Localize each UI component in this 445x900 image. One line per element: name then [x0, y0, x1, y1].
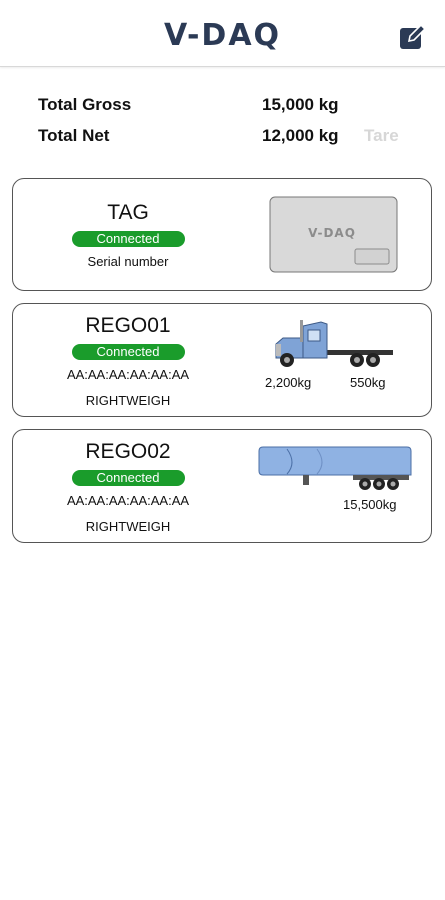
device-name: TAG: [107, 201, 149, 224]
device-vendor: RIGHTWEIGH: [85, 393, 171, 408]
total-gross-row: Total Gross 15,000 kg: [38, 95, 418, 126]
app-header: V-DAQ: [0, 0, 445, 67]
device-info: REGO02 Connected AA:AA:AA:AA:AA:AA RIGHT…: [13, 430, 243, 535]
device-card-rego01[interactable]: REGO01 Connected AA:AA:AA:AA:AA:AA RIGHT…: [12, 303, 432, 417]
total-net-row: Total Net 12,000 kg Tare: [38, 126, 418, 157]
app-logo: V-DAQ: [163, 18, 282, 53]
edit-square-icon: [400, 23, 427, 49]
serial-number: Serial number: [87, 254, 169, 269]
edit-button[interactable]: [398, 22, 428, 52]
rear-axle-weight: 550kg: [350, 375, 386, 390]
device-card-tag[interactable]: TAG Connected Serial number V-DAQ: [12, 178, 432, 291]
total-net-value: 12,000 kg: [262, 126, 339, 145]
mac-address: AA:AA:AA:AA:AA:AA: [66, 493, 190, 508]
device-card-rego02[interactable]: REGO02 Connected AA:AA:AA:AA:AA:AA RIGHT…: [12, 429, 432, 543]
total-gross-label: Total Gross: [38, 95, 132, 114]
tare-button[interactable]: Tare: [364, 126, 399, 145]
device-name: REGO02: [85, 440, 171, 463]
trailer-weight: 15,500kg: [343, 497, 397, 512]
status-badge: Connected: [71, 231, 185, 247]
prime-mover-truck-image: [275, 320, 393, 367]
front-axle-weight: 2,200kg: [265, 375, 312, 390]
status-badge: Connected: [71, 470, 185, 486]
device-info: TAG Connected Serial number: [13, 179, 243, 270]
total-net-label: Total Net: [38, 126, 110, 145]
status-badge: Connected: [71, 344, 185, 360]
device-vendor: RIGHTWEIGH: [85, 519, 171, 534]
totals-panel: Total Gross 15,000 kg Total Net 12,000 k…: [38, 95, 418, 157]
device-name: REGO01: [85, 314, 171, 337]
device-info: REGO01 Connected AA:AA:AA:AA:AA:AA RIGHT…: [13, 304, 243, 409]
vdaq-device-image: V-DAQ: [269, 196, 398, 273]
total-gross-value: 15,000 kg: [262, 95, 339, 114]
tanker-trailer-image: [258, 446, 412, 490]
device-logo-text: V-DAQ: [308, 226, 356, 240]
mac-address: AA:AA:AA:AA:AA:AA: [66, 367, 190, 382]
